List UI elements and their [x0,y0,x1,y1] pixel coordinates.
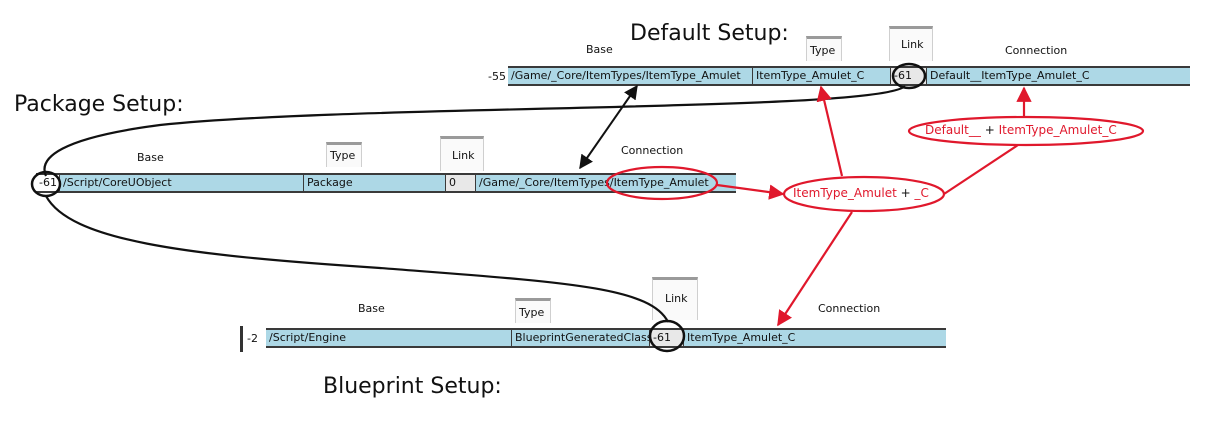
blueprint-link-circle [648,319,686,353]
blueprint-row-index: -2 [247,332,258,345]
blueprint-header-type: Type [519,306,545,319]
default-header-type: Type [810,44,836,57]
package-index-circle [30,170,62,198]
default-header-type-box[interactable]: Type [806,36,842,61]
default-cell-type[interactable]: ItemType_Amulet_C [753,68,891,84]
package-row-index: -61 [36,175,60,191]
curve-package-to-blueprint [45,195,669,323]
highlight-ellipse [605,165,719,201]
red-line-highlight-to-formula1 [716,183,785,200]
default-header-base: Base [586,43,613,56]
curve-default-to-package [43,85,906,177]
blueprint-header-base: Base [358,302,385,315]
red-arrow-formula1-to-blueprint [777,211,853,327]
package-header-base: Base [137,151,164,164]
formula2-part-b: ItemType_Amulet_C [998,123,1117,137]
formula2-plus: + [984,123,995,137]
default-row-index: -55 [488,70,506,83]
default-link-circle [891,62,927,90]
package-table-row[interactable]: -61 /Script/CoreUObject Package 0 /Game/… [36,173,736,193]
formula2-label: Default__ + ItemType_Amulet_C [925,123,1117,137]
formula2-ellipse [907,115,1145,147]
red-arrow-formula1-to-default-type [816,85,844,177]
formula1-part-b: _C [914,186,929,200]
blueprint-setup-title: Blueprint Setup: [323,374,502,399]
formula1-part-a: ItemType_Amulet [793,186,897,200]
package-cell-connection[interactable]: /Game/_Core/ItemTypes/ItemType_Amulet [479,176,709,189]
blueprint-row-marker [240,326,243,352]
default-setup-title: Default Setup: [630,21,789,46]
default-cell-link[interactable]: -61 [891,68,927,84]
default-cell-connection[interactable]: Default__ItemType_Amulet_C [930,69,1090,82]
blueprint-cell-base[interactable]: /Script/Engine [266,330,512,346]
red-line-formula1-to-formula2 [943,144,1019,195]
blueprint-header-link: Link [665,292,688,305]
blueprint-cell-connection[interactable]: ItemType_Amulet_C [687,331,796,344]
package-header-type-box[interactable]: Type [326,142,362,167]
package-cell-link[interactable]: 0 [446,175,476,191]
default-table-row[interactable]: /Game/_Core/ItemTypes/ItemType_Amulet It… [508,66,1190,86]
formula1-plus: + [900,186,911,200]
blueprint-table-row[interactable]: /Script/Engine BlueprintGeneratedClass -… [266,328,946,348]
default-header-connection: Connection [1005,44,1068,57]
default-cell-base[interactable]: /Game/_Core/ItemTypes/ItemType_Amulet [508,68,753,84]
package-header-link-box[interactable]: Link [440,136,484,171]
package-cell-type[interactable]: Package [304,175,446,191]
default-header-link-box[interactable]: Link [889,26,933,61]
blueprint-header-type-box[interactable]: Type [515,298,551,323]
package-header-type: Type [330,149,356,162]
formula2-part-a: Default__ [925,123,981,137]
package-setup-title: Package Setup: [14,92,184,117]
package-header-link: Link [452,149,475,162]
formula1-label: ItemType_Amulet + _C [793,186,929,200]
default-header-link: Link [901,38,924,51]
package-cell-base[interactable]: /Script/CoreUObject [60,175,304,191]
blueprint-cell-link[interactable]: -61 [650,330,684,346]
blueprint-header-connection: Connection [818,302,881,315]
bidirectional-arrow [579,84,638,170]
